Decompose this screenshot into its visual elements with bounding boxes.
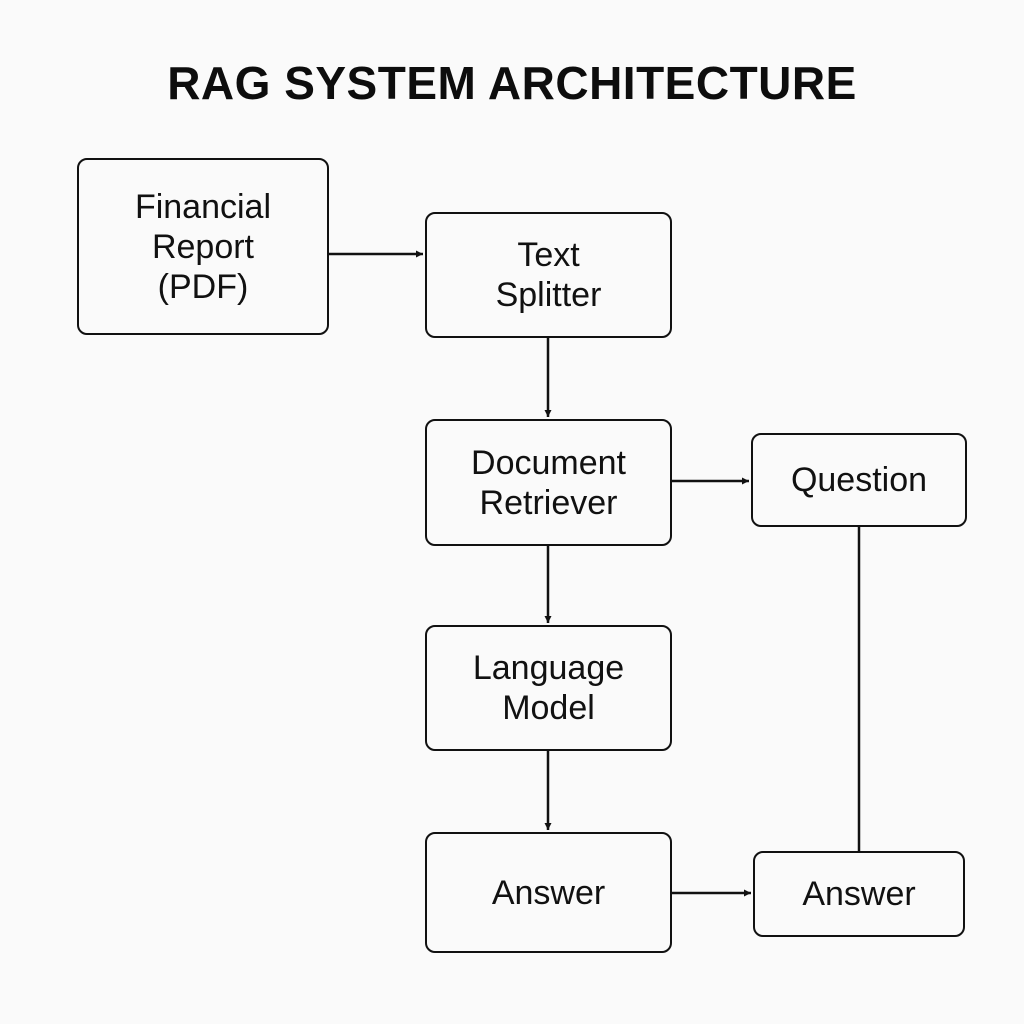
node-document-retriever-label: Document Retriever — [471, 443, 626, 522]
node-financial-report-label: Financial Report (PDF) — [134, 187, 272, 306]
node-document-retriever: Document Retriever — [425, 419, 672, 546]
node-financial-report: Financial Report (PDF) — [77, 158, 329, 335]
node-answer: Answer — [425, 832, 672, 953]
node-answer-side-label: Answer — [802, 875, 916, 913]
node-text-splitter-label: Text Splitter — [495, 236, 602, 314]
node-answer-side: Answer — [753, 851, 965, 937]
node-text-splitter: Text Splitter — [425, 212, 672, 338]
node-language-model-label: Language Model — [472, 649, 625, 727]
node-language-model: Language Model — [425, 625, 672, 751]
node-question: Question — [751, 433, 967, 527]
node-answer-label: Answer — [491, 873, 606, 912]
diagram-title: RAG SYSTEM ARCHITECTURE — [167, 57, 857, 109]
node-question-label: Question — [790, 461, 928, 499]
